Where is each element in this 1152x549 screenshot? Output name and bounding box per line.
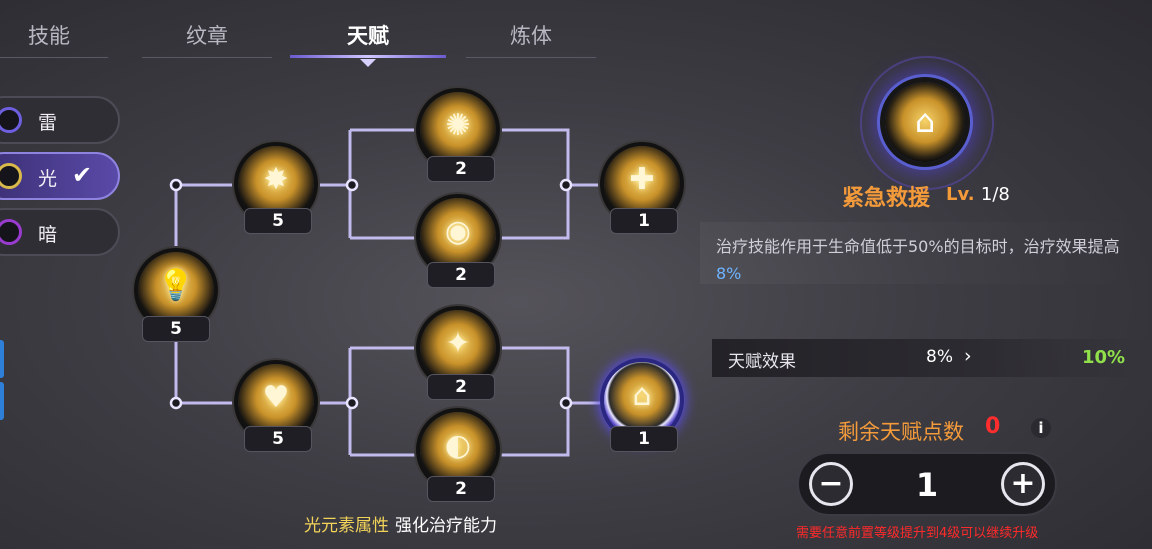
minus-button[interactable]: − <box>809 462 853 506</box>
chevron-right-icon: › <box>964 345 972 367</box>
effect-next: 10% <box>1082 347 1126 368</box>
description-text: 治疗技能作用于生命值低于50%的目标时，治疗效果提高 <box>716 237 1120 256</box>
talent-node-top-b[interactable]: ◉ <box>420 198 496 274</box>
tab-body-refine[interactable]: 炼体 <box>466 14 596 58</box>
node-level-badge: 2 <box>427 374 495 400</box>
node-level-badge: 5 <box>142 316 210 342</box>
light-burst-icon: ✺ <box>445 108 471 143</box>
tab-underline-active <box>290 55 446 58</box>
tab-underline <box>466 57 596 58</box>
level-max: /8 <box>992 184 1010 205</box>
element-dark-button[interactable]: 暗 <box>0 208 120 256</box>
talent-node-root[interactable]: 💡 <box>138 252 214 328</box>
lightbulb-head-icon: 💡 <box>157 268 195 303</box>
level-prefix: Lv. <box>946 184 975 205</box>
node-level-badge: 5 <box>244 208 312 234</box>
tab-body-refine-label: 炼体 <box>510 24 552 48</box>
tab-underline <box>142 57 272 58</box>
talent-name: 紧急救援 <box>842 186 931 211</box>
dark-orb-icon <box>0 219 22 245</box>
house-plus-icon: ⌂ <box>632 378 652 413</box>
heart-plus-icon: ♥ <box>262 380 290 415</box>
node-level-badge: 2 <box>427 156 495 182</box>
element-label: 雷 <box>38 112 58 134</box>
info-icon[interactable]: i <box>1031 418 1051 438</box>
talent-level: Lv. 1/8 <box>946 184 1010 205</box>
talent-tree-connectors <box>169 128 642 457</box>
tab-emblem[interactable]: 纹章 <box>142 14 272 58</box>
node-level-badge: 2 <box>427 476 495 502</box>
element-light-button[interactable]: 光 ✔ <box>0 152 120 200</box>
description-value: 8% <box>716 264 742 283</box>
tab-skills-label: 技能 <box>28 24 70 48</box>
caption-element: 光元素属性 <box>304 516 389 536</box>
element-label: 光 <box>38 168 58 190</box>
talent-node-bottom-end[interactable]: ⌂ <box>604 362 680 438</box>
talent-node-bottom-b[interactable]: ◐ <box>420 412 496 488</box>
upgrade-warning: 需要任意前置等级提升到4级可以继续升级 <box>796 526 1039 541</box>
side-tab-button[interactable] <box>0 382 4 420</box>
double-plus-icon: ✚ <box>629 162 655 197</box>
house-plus-icon: ⌂ <box>914 102 936 140</box>
tab-active-caret <box>360 59 376 67</box>
stepper-value: 1 <box>915 466 939 504</box>
plus-button[interactable]: + <box>1001 462 1045 506</box>
thunder-orb-icon <box>0 107 22 133</box>
remaining-points-label: 剩余天赋点数 <box>838 420 964 444</box>
element-label: 暗 <box>38 224 58 246</box>
tab-skills[interactable]: 技能 <box>0 14 108 58</box>
talent-node-bottom-a[interactable]: ✦ <box>420 310 496 386</box>
effect-current: 8% <box>926 347 953 367</box>
checkmark-icon: ✔ <box>72 161 93 189</box>
remaining-points-value: 0 <box>985 414 1001 439</box>
tree-caption: 光元素属性强化治疗能力 <box>304 511 497 536</box>
light-orb-icon <box>0 163 22 189</box>
node-level-badge: 1 <box>610 426 678 452</box>
description-backdrop <box>700 222 1152 284</box>
element-thunder-button[interactable]: 雷 <box>0 96 120 144</box>
halo-swirl-icon: ◐ <box>444 428 472 463</box>
node-level-badge: 5 <box>244 426 312 452</box>
sword-flash-icon: ✦ <box>445 326 471 361</box>
tab-talent[interactable]: 天赋 <box>290 14 446 67</box>
shield-disc-icon: ◉ <box>444 214 472 249</box>
node-level-badge: 2 <box>427 262 495 288</box>
effect-label: 天赋效果 <box>728 352 796 372</box>
points-stepper: − 1 + <box>797 452 1057 516</box>
talent-effect-row: 天赋效果 8% › 10% <box>712 339 1152 377</box>
tab-underline <box>0 57 108 58</box>
detail-halo-ring <box>860 56 994 190</box>
caption-effect: 强化治疗能力 <box>395 516 497 536</box>
talent-node-top-a[interactable]: ✺ <box>420 92 496 168</box>
side-tab-button[interactable] <box>0 340 4 378</box>
tab-emblem-label: 纹章 <box>186 24 228 48</box>
tab-talent-label: 天赋 <box>347 24 389 48</box>
compass-burst-icon: ✸ <box>263 162 289 197</box>
talent-description: 治疗技能作用于生命值低于50%的目标时，治疗效果提高 8% <box>716 233 1136 287</box>
level-current: 1 <box>980 184 993 205</box>
node-level-badge: 1 <box>610 208 678 234</box>
detail-talent-icon: ⌂ <box>885 82 965 162</box>
